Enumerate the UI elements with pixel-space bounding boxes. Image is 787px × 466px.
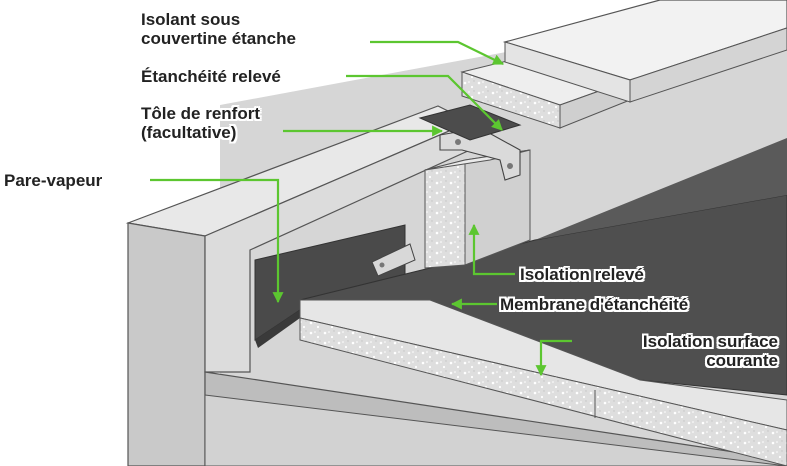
leader-isolation-releve (468, 223, 515, 276)
label-pare-vapeur: Pare-vapeur (4, 171, 103, 190)
insulation-board-surface (299, 299, 787, 466)
insulation-upstand (424, 149, 531, 269)
leader-lines (150, 40, 572, 377)
etancheite-releve-strip (418, 104, 522, 141)
label-isolant-sous-couvertine: Isolant sous couvertine étanche (141, 10, 296, 48)
reinforcement-plate (371, 127, 521, 277)
label-tole-line-1: Tôle de renfort (141, 104, 261, 123)
label-etancheite-releve: Étanchéité relevé (141, 67, 281, 86)
label-isolant-line-2: couvertine étanche (141, 29, 296, 48)
label-membrane-etancheite: Membrane d'étanchéité (500, 295, 689, 314)
coping-assembly (460, 0, 787, 129)
leader-isolation-surface (535, 339, 572, 377)
label-isolation-releve: Isolation relevé (520, 265, 644, 284)
leader-pare-vapeur (150, 178, 284, 304)
label-isolation-surface-courante: Isolation surface courante (575, 332, 778, 370)
leader-isolant-sous-couvertine (370, 40, 504, 65)
label-isolant-line-1: Isolant sous (141, 10, 241, 29)
label-isolation-surface-line-2: courante (706, 351, 778, 370)
label-tole-line-2: (facultative) (141, 123, 237, 142)
leader-etancheite-releve (346, 74, 503, 131)
label-isolation-surface-line-1: Isolation surface (642, 332, 778, 351)
floor-slab (204, 371, 787, 466)
label-tole-de-renfort: Tôle de renfort (facultative) (141, 104, 260, 142)
